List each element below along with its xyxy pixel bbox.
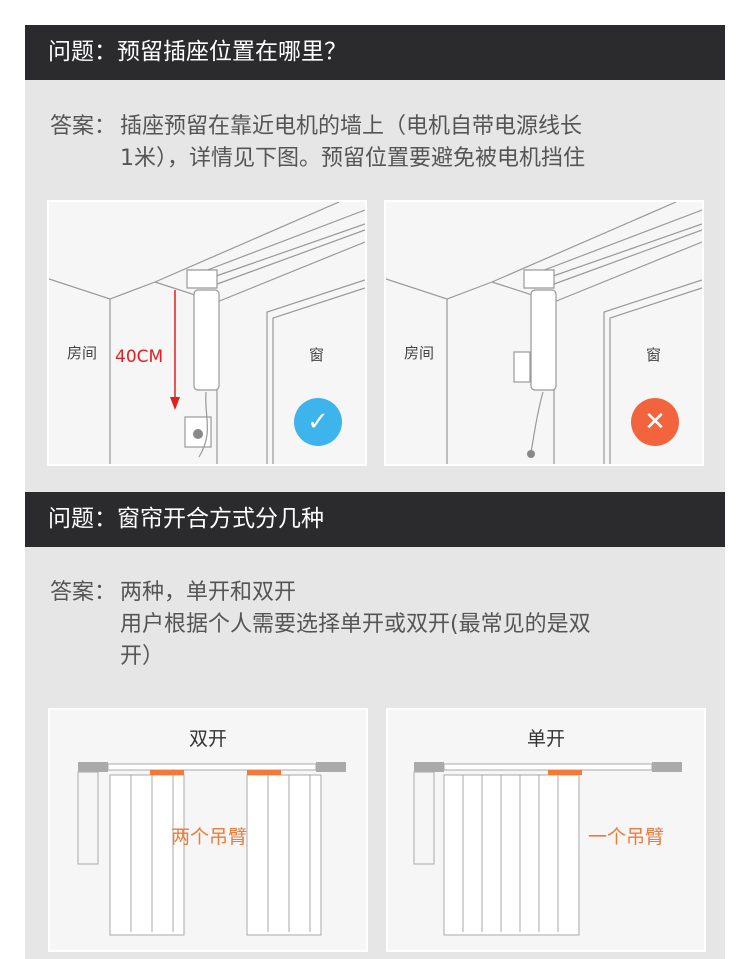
- answer-1-line-1: 插座预留在靠近电机的墙上（电机自带电源线长: [120, 114, 583, 139]
- answer-1-line-2: 1米），详情见下图。预留位置要避免被电机挡住: [120, 146, 585, 171]
- double-open-title: 双开: [188, 728, 227, 750]
- single-open-illustration: 单开 一个吊臂: [386, 708, 706, 952]
- arm-count-label: 一个吊臂: [588, 826, 665, 848]
- distance-label: 40CM: [115, 347, 164, 367]
- socket-wrong-illustration: 房间 窗 ✕: [384, 200, 704, 466]
- answer-2-line-1: 两种，单开和双开: [120, 580, 297, 605]
- window-label: 窗: [646, 346, 662, 364]
- answer-2-line-2: 用户根据个人需要选择单开或双开(最常见的是双: [120, 612, 591, 637]
- answer-2-prefix: 答案：: [50, 580, 117, 605]
- double-open-illustration: 双开 两个吊臂: [48, 708, 368, 952]
- question-1-header: 问题：预留插座位置在哪里？: [25, 25, 725, 80]
- window-label: 窗: [309, 346, 325, 364]
- answer-1-prefix: 答案：: [50, 114, 117, 139]
- question-2-header: 问题：窗帘开合方式分几种: [25, 492, 725, 547]
- socket-correct-illustration: 房间 窗 40CM ✓: [47, 200, 367, 466]
- answer-2-line-3: 开）: [120, 644, 165, 669]
- arm-count-label: 两个吊臂: [171, 826, 248, 848]
- room-label: 房间: [67, 344, 98, 362]
- cross-icon: ✕: [631, 398, 679, 446]
- room-label: 房间: [404, 344, 435, 362]
- single-open-title: 单开: [526, 728, 565, 750]
- check-icon: ✓: [294, 398, 342, 446]
